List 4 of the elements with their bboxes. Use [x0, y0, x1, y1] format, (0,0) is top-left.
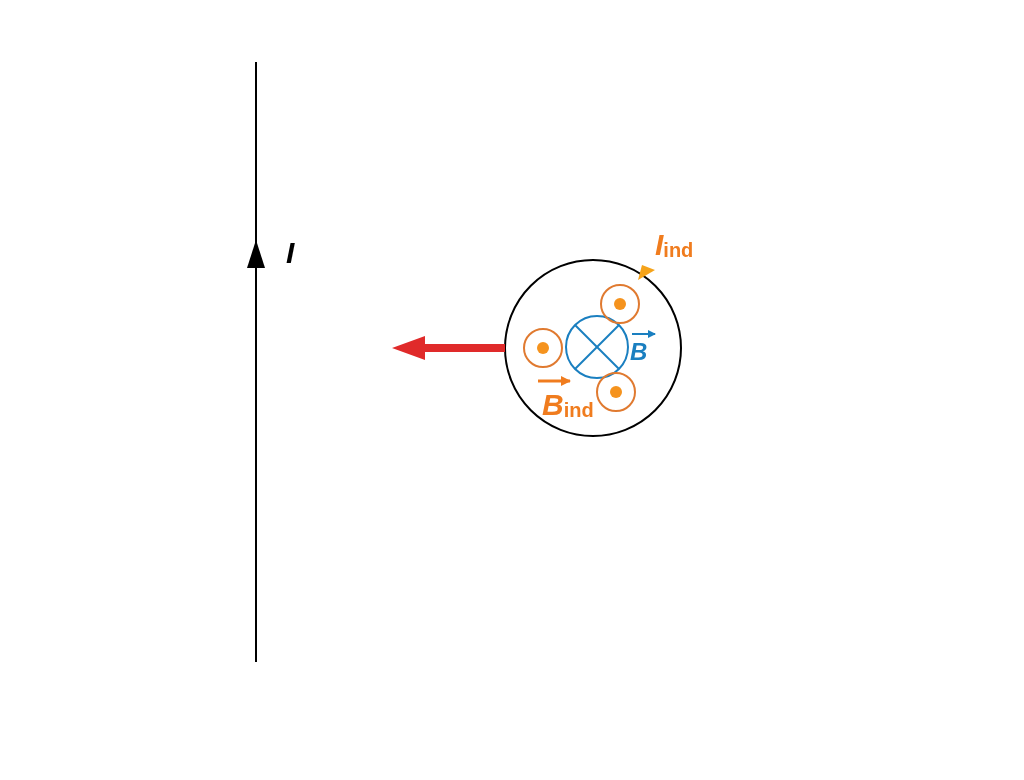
induced-field-label: B$_{ind}$ — [542, 390, 594, 420]
field-label: B — [630, 340, 648, 364]
current-label: I — [286, 238, 295, 268]
induced-current-label: I$_{ind}$ — [655, 230, 694, 260]
